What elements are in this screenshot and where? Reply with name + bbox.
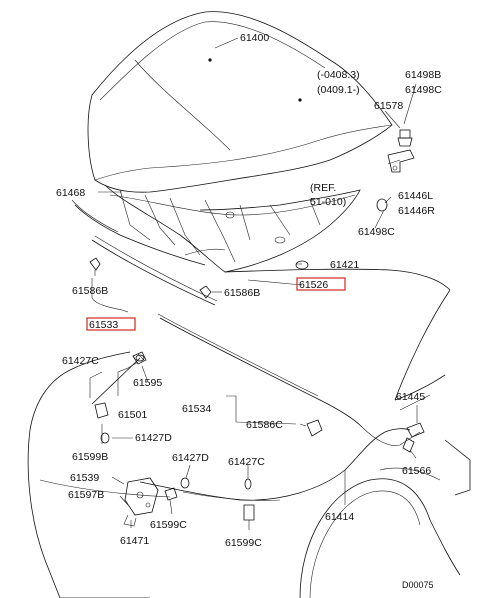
- part-labels: 61400 (-0408.3) 61498B (0409.1-) 61498C …: [56, 32, 442, 590]
- label-61526: 61526: [299, 279, 328, 291]
- label-61445: 61445: [396, 391, 425, 403]
- highlight-61526: [296, 277, 346, 291]
- car-body: [27, 268, 471, 598]
- grommet-61421-icon: [295, 260, 309, 270]
- bumper-61498c-icon: [376, 198, 388, 212]
- label-61400: 61400: [240, 32, 269, 44]
- label-61566: 61566: [402, 465, 431, 477]
- hood-seal: [91, 235, 218, 306]
- label-ref-1: (REF.: [310, 182, 336, 194]
- label-61533: 61533: [89, 319, 118, 331]
- clip-61427c-2-icon: [244, 478, 252, 490]
- label-61534: 61534: [182, 403, 211, 415]
- latch-61539-icon: [123, 477, 159, 527]
- label-61427c-2: 61427C: [228, 456, 265, 468]
- leader-lines: [89, 37, 418, 530]
- label-61414: 61414: [325, 511, 354, 523]
- label-61586b-2: 61586B: [224, 287, 260, 299]
- clip-61586b-1-icon: [89, 257, 101, 276]
- label-61539: 61539: [70, 472, 99, 484]
- label-61501: 61501: [118, 409, 147, 421]
- label-61427d-2: 61427D: [172, 452, 209, 464]
- highlight-61533: [86, 317, 136, 331]
- label-61471: 61471: [120, 535, 149, 547]
- clip-61427d-2-icon: [180, 477, 190, 489]
- bumper-61578-icon: [397, 129, 413, 147]
- clip-61586b-2-icon: [199, 285, 212, 299]
- label-range-c: (0409.1-): [317, 84, 360, 96]
- label-61427d-1: 61427D: [135, 432, 172, 444]
- label-61427c-1: 61427C: [62, 355, 99, 367]
- label-61498c: 61498C: [405, 84, 442, 96]
- label-61421: 61421: [330, 259, 359, 271]
- clip-61586c-icon: [306, 419, 323, 437]
- hood-inner-panel: [104, 184, 361, 273]
- clip-61599c-1-icon: [164, 487, 178, 501]
- label-61578: 61578: [374, 100, 403, 112]
- label-61586c: 61586C: [246, 419, 283, 431]
- label-61599b: 61599B: [72, 451, 108, 463]
- label-61599c-1: 61599C: [150, 519, 187, 531]
- release-cable: [139, 428, 411, 501]
- label-61468: 61468: [56, 187, 85, 199]
- label-61595: 61595: [133, 377, 162, 389]
- handle-61445-icon: [406, 422, 425, 438]
- label-61599c-2: 61599C: [225, 537, 262, 549]
- hinge-61446-icon: [387, 149, 415, 173]
- clip-61427d-icon: [100, 432, 110, 444]
- label-61446l: 61446L: [398, 190, 433, 202]
- label-61446r: 61446R: [398, 205, 435, 217]
- clip-61599c-2-icon: [243, 504, 255, 521]
- label-61498b: 61498B: [405, 69, 441, 81]
- label-61597b: 61597B: [68, 489, 104, 501]
- label-range-b: (-0408.3): [317, 69, 360, 81]
- cover-61566-icon: [402, 437, 415, 453]
- grommet-61595-icon: [132, 351, 147, 365]
- label-ref-2: 51-010): [310, 196, 346, 208]
- label-diagram-code: D00075: [402, 580, 434, 590]
- holder-61599b-icon: [94, 402, 109, 419]
- label-61498c-2: 61498C: [358, 226, 395, 238]
- front-seal: [157, 313, 363, 428]
- weatherstrip: [71, 199, 206, 266]
- hood-panel: [87, 11, 393, 193]
- label-61586b-1: 61586B: [72, 285, 108, 297]
